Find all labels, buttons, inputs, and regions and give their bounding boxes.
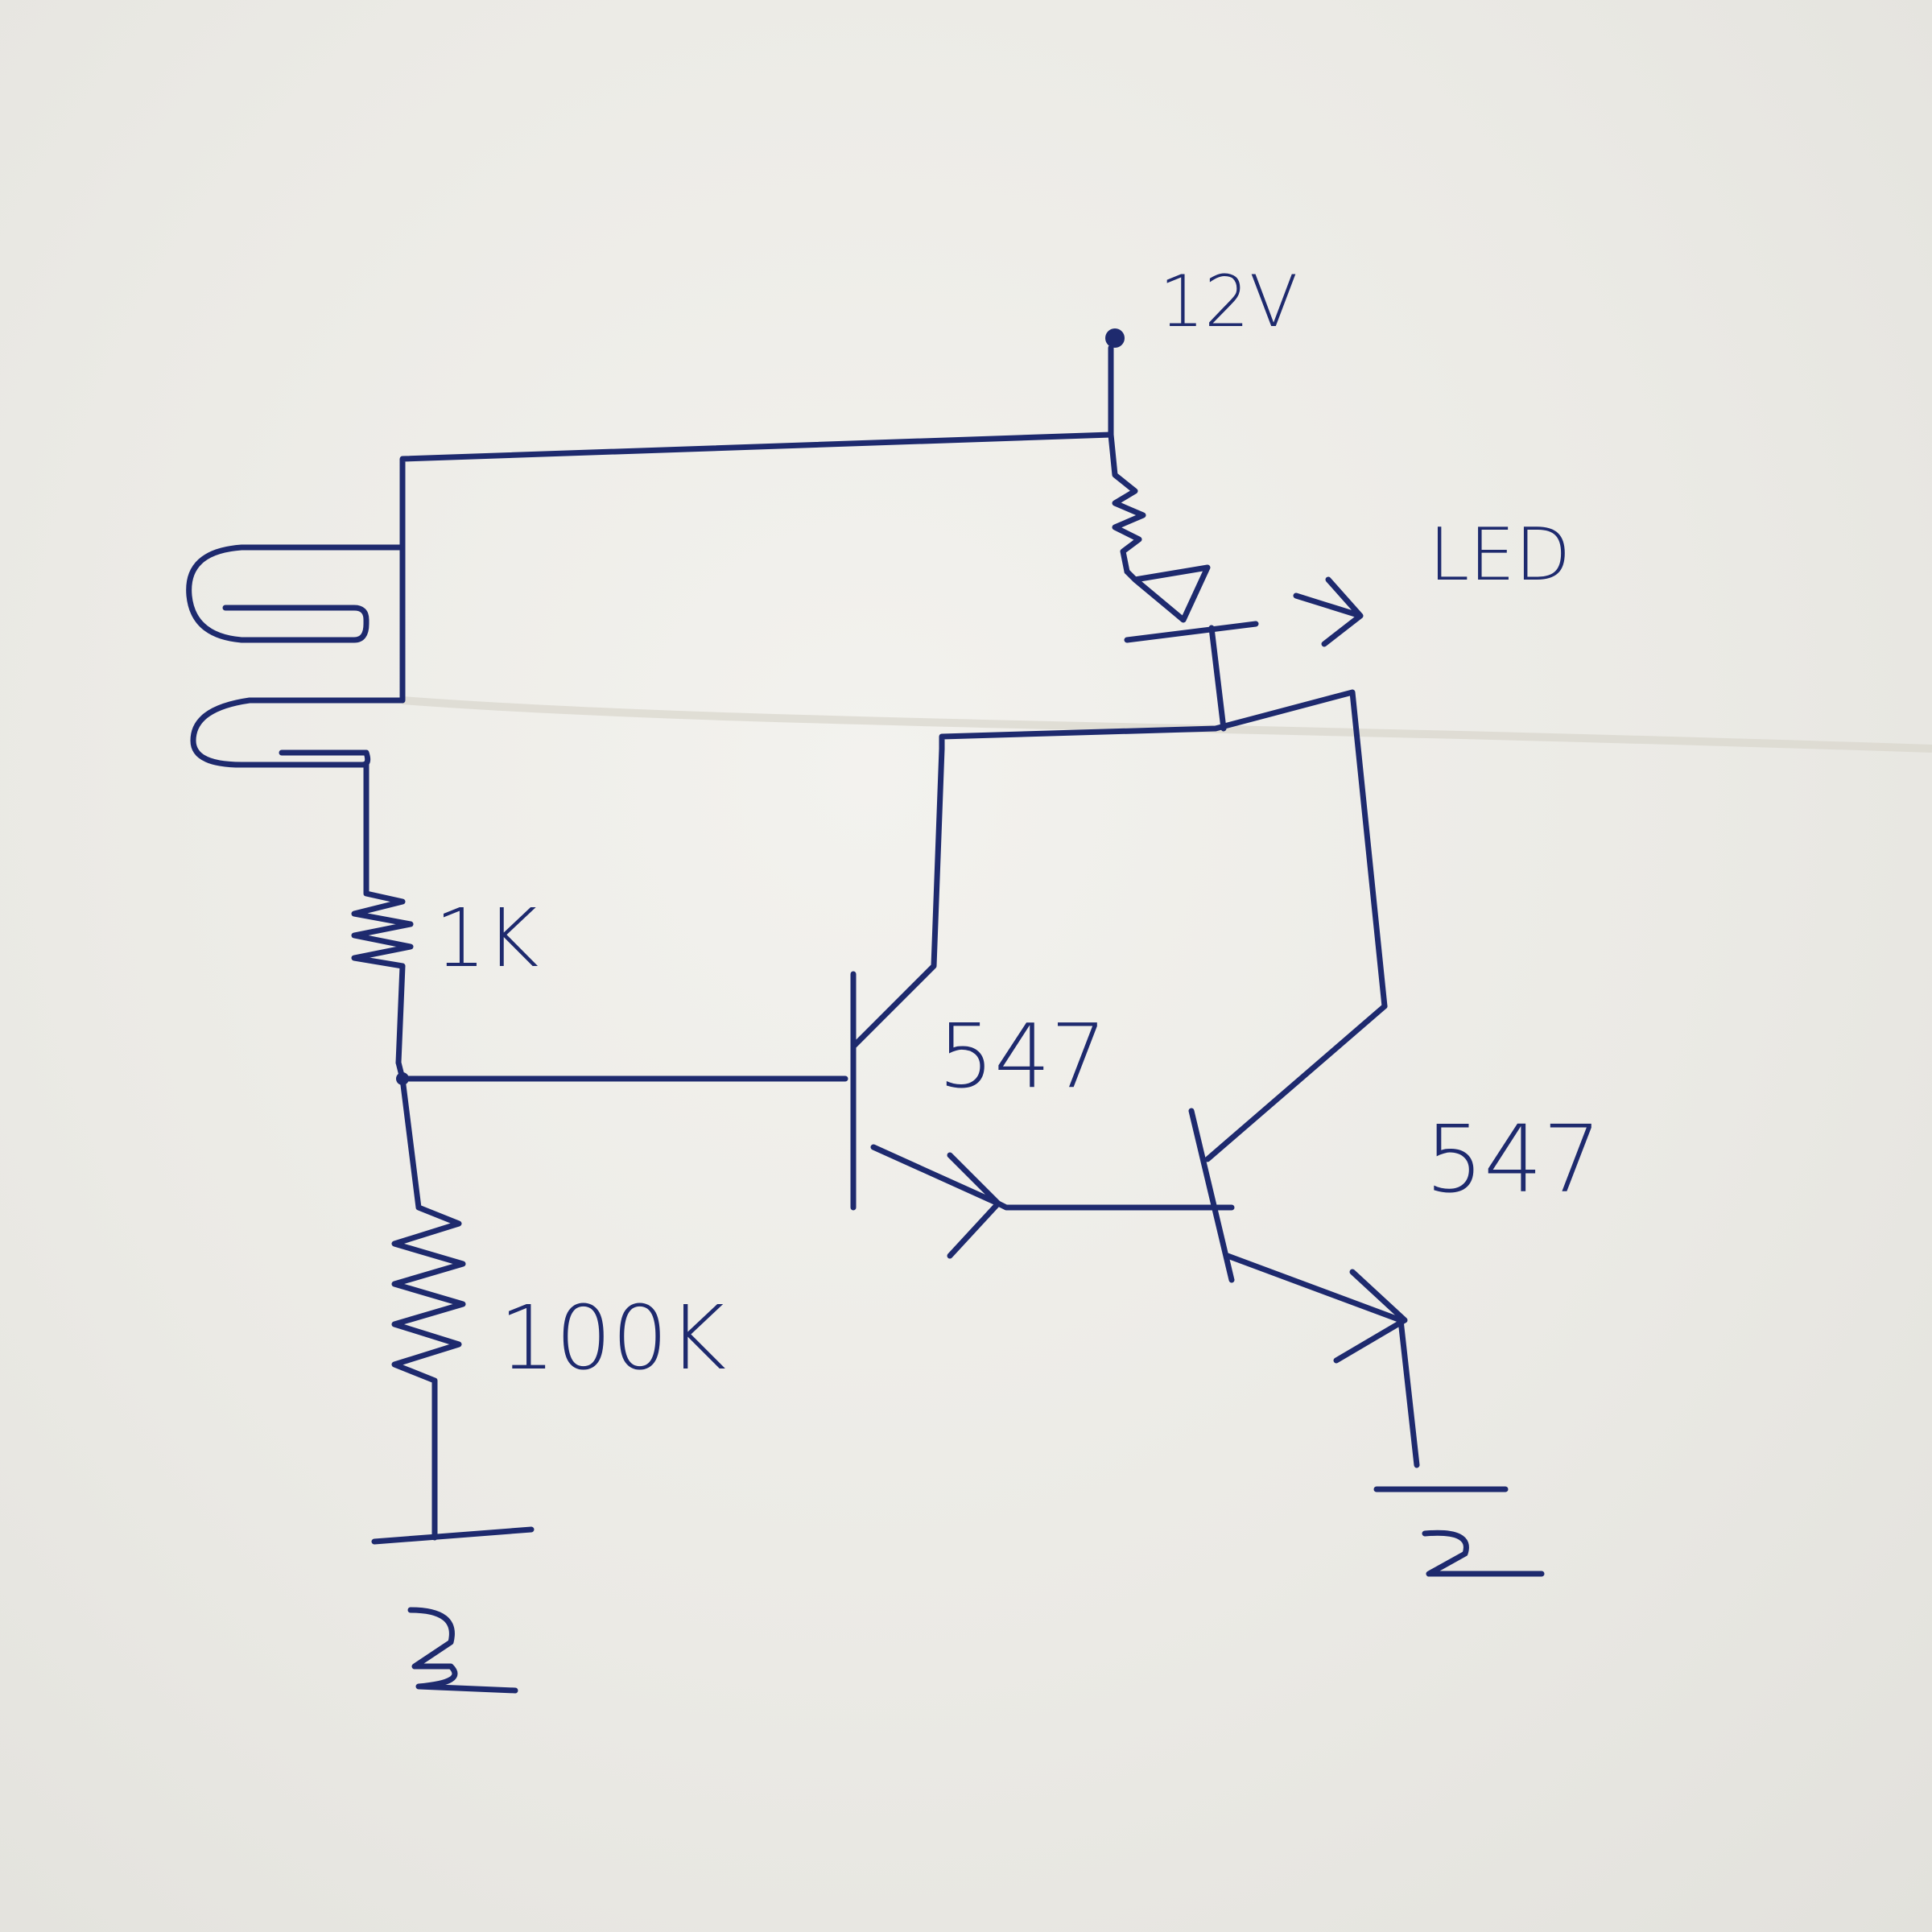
transistor-2-emitter-arrow xyxy=(1333,1269,1408,1364)
ground-symbol-left xyxy=(371,1526,535,1545)
base-wire xyxy=(395,1059,848,1082)
transistor-2-base-bar xyxy=(1188,1108,1235,1283)
transistor-1-emitter-arrow xyxy=(947,1152,1001,1259)
resistor-100k-label: 100K xyxy=(499,1286,726,1389)
transistor-1-emitter xyxy=(870,1144,1235,1211)
ground-squiggle-right xyxy=(1422,1530,1545,1577)
ground-squiggle-left xyxy=(407,1607,518,1694)
transistor-2-emitter xyxy=(1224,1253,1420,1468)
transistor-2-label: 547 xyxy=(1425,1106,1602,1214)
led-symbol xyxy=(1124,564,1259,643)
top-wire xyxy=(399,431,1114,551)
transistor-2-collector xyxy=(1204,1003,1388,1162)
collector-bus xyxy=(939,689,1388,1009)
led-label: LED xyxy=(1429,513,1571,597)
resistor-1k-label: 1K xyxy=(435,891,539,985)
led-resistor xyxy=(1108,431,1146,575)
resistor-100k xyxy=(391,1075,466,1533)
transistor-1-collector xyxy=(850,745,945,1050)
led-emission-arrow xyxy=(1293,576,1364,647)
led-lead xyxy=(1208,625,1227,732)
paper-fold-crease xyxy=(402,696,1932,753)
sensor-lead xyxy=(238,762,369,857)
resistor-1k xyxy=(351,850,414,1066)
supply-label: 12V xyxy=(1159,260,1298,343)
transistor-1-label: 547 xyxy=(938,1005,1107,1108)
touch-sensor xyxy=(186,544,406,768)
supply-terminal xyxy=(1105,328,1125,348)
